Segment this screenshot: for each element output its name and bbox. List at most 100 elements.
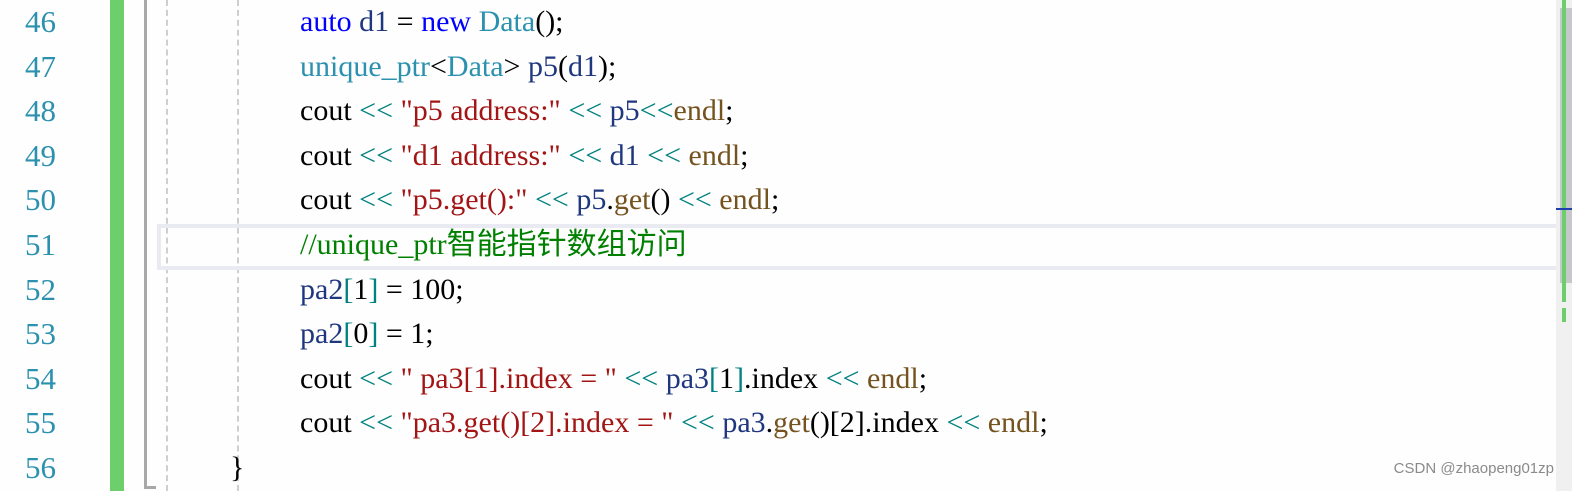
code-line[interactable]: pa2[0] = 1; [300,312,434,357]
code-token: pa3 [665,361,710,395]
line-number: 47 [25,48,56,84]
code-token: << [677,183,720,217]
code-token: ] [734,361,745,395]
code-token [471,5,479,38]
code-token: endl [688,138,741,172]
code-token: endl [673,94,726,128]
code-token: endl [987,406,1040,440]
code-token: ; [725,94,734,128]
code-token: ); [597,49,617,83]
code-token: Data [446,49,504,83]
code-token: ; [770,183,780,217]
code-token: cout [300,138,360,172]
code-line[interactable]: cout << "p5 address:" << p5<<endl; [300,89,734,134]
line-number: 46 [25,4,56,39]
code-token: 1 [719,361,735,395]
scrollbar-caret-marker [1556,208,1572,210]
change-tracking-bar [110,0,124,491]
code-token: = [396,5,422,38]
code-line[interactable]: cout << "p5.get():" << p5.get() << endl; [300,178,779,223]
code-line[interactable]: cout << "d1 address:" << d1 << endl; [300,134,749,179]
code-fold-end [144,486,156,489]
code-token: d1 [609,138,648,172]
code-token: ; [918,361,928,395]
code-token: << [681,406,723,440]
code-token: p5 [527,49,558,83]
code-line[interactable]: cout << "pa3.get()[2].index = " << pa3.g… [300,401,1048,446]
code-token: [ [343,272,354,306]
code-token: "pa3.get()[2].index = " [400,406,674,440]
code-token: d1 [351,5,397,38]
watermark: CSDN @zhaopeng01zp [1393,460,1554,477]
code-token: pa2 [300,272,344,306]
line-number: 56 [25,450,56,485]
code-token: << [639,94,674,128]
code-line[interactable]: auto d1 = new Data(); [300,0,564,45]
code-token: () [650,183,678,217]
code-token: cout [300,406,360,440]
code-token: cout [300,361,360,395]
code-token: 1 [353,272,369,306]
scrollbar-change-marker [1562,0,1566,302]
code-token: endl [719,183,771,217]
code-token: cout [300,183,360,217]
code-token: [ [709,361,720,395]
code-token: "p5 address:" [400,94,561,128]
code-token: ] [368,317,379,351]
code-token: ; [1039,406,1048,440]
code-token: "d1 address:" [400,138,561,172]
code-token: .index [744,361,826,395]
line-number: 51 [25,227,56,262]
code-token: p5 [576,183,607,217]
code-line[interactable]: //unique_ptr智能指针数组访问 [300,223,687,268]
code-token: pa3 [722,406,766,440]
code-token: auto [300,5,352,38]
code-token: unique_ptr [300,49,430,83]
code-token: << [534,183,577,217]
code-token: (); [535,5,564,38]
code-token: get [613,183,651,217]
indent-guide [166,0,168,491]
code-token: << [359,361,401,395]
code-token: . [765,406,774,440]
line-number: 54 [25,360,56,396]
line-number: 52 [25,271,56,307]
line-number: 50 [25,182,56,218]
code-token: } [230,451,245,484]
code-token: cout [300,94,360,128]
code-token: 0 [353,317,369,351]
code-line[interactable]: unique_ptr<Data> p5(d1); [300,45,616,90]
code-token: get [773,406,810,440]
scrollbar-change-marker [1562,308,1566,322]
code-token: [ [343,317,354,351]
code-token [674,406,682,439]
code-token: < [429,49,447,83]
code-token: endl [867,361,919,395]
line-number: 48 [25,93,56,129]
code-token: << [359,94,401,128]
code-token: ] [368,272,379,306]
code-token: << [359,138,401,172]
code-token: << [647,138,689,172]
code-token: << [568,94,610,128]
line-number: 55 [25,405,56,441]
code-line[interactable]: } [230,446,244,491]
indent-guide [237,0,239,491]
code-token: Data [478,5,536,38]
line-number: 53 [25,316,56,352]
code-token: > [503,49,528,83]
code-line[interactable]: pa2[1] = 100; [300,268,464,313]
code-line[interactable]: cout << " pa3[1].index = " << pa3[1].ind… [300,357,927,402]
code-token: << [825,361,868,395]
code-fold-line[interactable] [144,0,147,487]
code-token: = 1; [378,317,434,351]
code-token: << [946,406,988,440]
code-token: new [421,5,472,38]
code-token [527,183,535,216]
code-token: = 100; [378,272,464,306]
code-token: d1 [567,49,598,83]
code-token: ; [740,138,749,172]
code-token: << [624,361,666,395]
code-token: . [606,183,614,217]
